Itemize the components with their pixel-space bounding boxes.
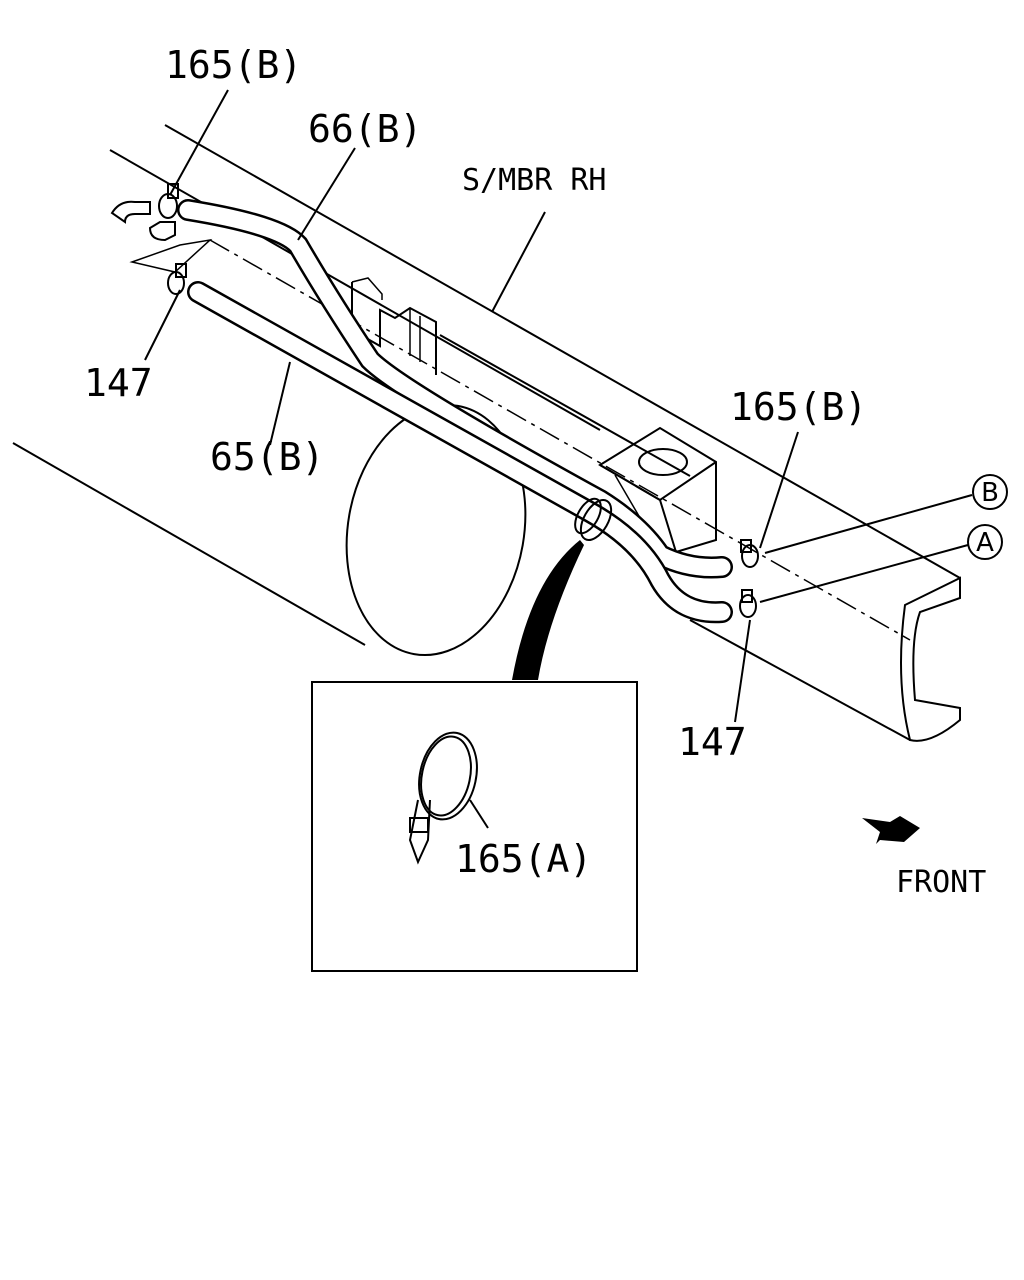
cable-tie-illustration <box>408 731 489 865</box>
label-side-member: S/MBR RH <box>462 163 607 198</box>
label-hose-65b: 65(B) <box>210 435 324 479</box>
label-clamp-147-right: 147 <box>678 720 747 764</box>
ref-b-circle: B <box>972 474 1008 510</box>
detail-box <box>311 681 638 972</box>
right-clamps <box>739 539 759 618</box>
ref-b-letter: B <box>981 478 999 508</box>
hose-grommet <box>574 497 613 541</box>
ref-a-circle: A <box>967 524 1003 560</box>
label-clamp-165b-top: 165(B) <box>165 43 302 87</box>
left-fittings <box>110 183 213 295</box>
fuel-tank <box>345 403 527 657</box>
label-hose-66b: 66(B) <box>308 107 422 151</box>
label-tie-165a: 165(A) <box>455 837 592 881</box>
label-clamp-165b-right: 165(B) <box>730 385 867 429</box>
label-clamp-147-left: 147 <box>84 361 153 405</box>
label-front: FRONT <box>896 865 986 900</box>
ref-a-letter: A <box>976 528 994 558</box>
front-arrow-icon <box>862 816 920 844</box>
hose-66b <box>177 199 733 579</box>
detail-pointer <box>512 540 584 680</box>
leader-lines <box>144 89 973 723</box>
